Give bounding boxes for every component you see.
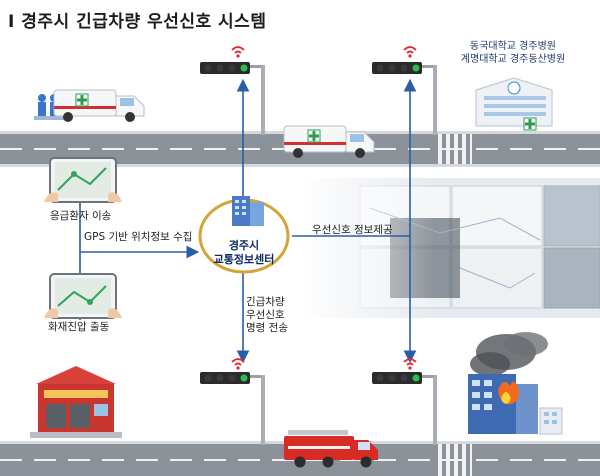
hospital-name-1: 동국대학교 경주병원 bbox=[470, 41, 556, 52]
traffic-light-icon bbox=[200, 46, 265, 135]
center-label-line1: 경주시 bbox=[228, 239, 260, 252]
wifi-signal-icon bbox=[403, 358, 417, 366]
label-command-line2: 우선신호 bbox=[246, 309, 285, 321]
hospital-icon bbox=[475, 77, 553, 131]
center-label: 경주시 교통정보센터 bbox=[204, 239, 284, 267]
page-title: Ⅰ 경주시 긴급차량 우선신호 시스템 bbox=[8, 12, 267, 32]
crosswalk-top bbox=[438, 134, 472, 164]
burning-building-icon bbox=[468, 332, 563, 435]
tablet-map-icon bbox=[44, 273, 122, 319]
hospital-name-2: 계명대학교 경주동산병원 bbox=[460, 54, 566, 65]
fire-truck-icon bbox=[284, 430, 378, 468]
ambulance-icon bbox=[283, 125, 375, 158]
wifi-signal-icon bbox=[403, 46, 417, 54]
label-command-line1: 긴급차량 bbox=[246, 296, 285, 308]
traffic-center-hub bbox=[198, 196, 290, 274]
ambulance-icon bbox=[53, 89, 145, 122]
wifi-signal-icon bbox=[231, 358, 245, 366]
label-emergency-transport: 응급환자 이송 bbox=[50, 210, 112, 222]
label-signal-provide: 우선신호 정보제공 bbox=[312, 224, 393, 236]
label-fire-dispatch: 화재진압 출동 bbox=[48, 321, 110, 333]
traffic-light-icon bbox=[372, 46, 437, 135]
label-command: 긴급차량 우선신호 명령 전송 bbox=[246, 296, 288, 335]
tablet-map-icon bbox=[44, 157, 122, 203]
fire-station-icon bbox=[30, 366, 122, 438]
wifi-signal-icon bbox=[231, 46, 245, 54]
center-label-line2: 교통정보센터 bbox=[213, 253, 275, 266]
label-command-line3: 명령 전송 bbox=[246, 322, 288, 334]
road-top-bottom-edge bbox=[0, 164, 600, 167]
crosswalk-bottom bbox=[438, 444, 472, 476]
traffic-light-icon bbox=[372, 358, 437, 445]
traffic-light-icon bbox=[200, 358, 265, 445]
hospital-names: 동국대학교 경주병원 계명대학교 경주동산병원 bbox=[448, 40, 578, 66]
label-gps-collect: GPS 기반 위치정보 수집 bbox=[84, 231, 193, 243]
control-room-background bbox=[300, 178, 600, 318]
building-icon bbox=[232, 196, 264, 226]
